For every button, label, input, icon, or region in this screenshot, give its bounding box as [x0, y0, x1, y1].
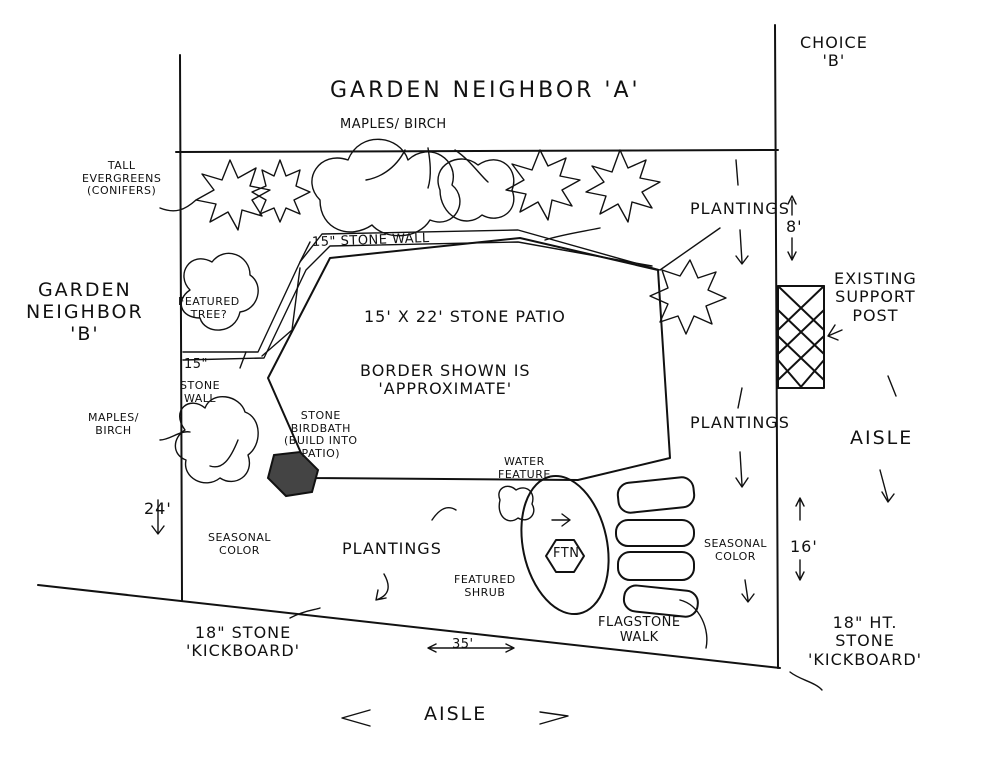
ftn-label: FTN: [553, 546, 580, 561]
deciduous-tree-icon: [174, 138, 535, 522]
conifer-icon: [195, 149, 727, 335]
border-note-label: BORDER SHOWN IS 'APPROXIMATE': [360, 361, 531, 399]
stone-wall: [182, 227, 721, 361]
flagstone-walk-label: FLAGSTONE WALK: [598, 615, 681, 645]
kickboard-right-label: 18" HT. STONE 'KICKBOARD': [808, 613, 923, 669]
dim-16-label: 16': [790, 537, 818, 556]
hexagon-birdbath-icon: [266, 450, 320, 498]
choice-label: CHOICE 'B': [800, 33, 868, 71]
left-boundary-line: [179, 54, 183, 601]
right-boundary-line: [774, 24, 779, 669]
seasonal-color-right-label: SEASONAL COLOR: [704, 537, 767, 563]
patio-label: 15' x 22' STONE PATIO: [364, 307, 566, 326]
arrow-icon: [151, 147, 897, 727]
top-boundary-line: [175, 149, 779, 153]
neighbor-b-label: GARDEN NEIGHBOR 'B': [26, 279, 144, 345]
dim-8-label: 8': [786, 217, 803, 236]
bottom-kickboard-line: [37, 584, 781, 669]
aisle-right-label: AISLE: [850, 427, 914, 449]
featured-shrub-label: FEATURED SHRUB: [454, 573, 516, 599]
featured-tree-label: FEATURED TREE?: [178, 295, 240, 321]
neighbor-a-label: GARDEN NEIGHBOR 'A': [330, 78, 641, 103]
dim-15-label: 15": [184, 357, 209, 372]
plantings-upper-right-label: PLANTINGS: [690, 199, 790, 218]
tall-evergreens-label: TALL EVERGREENS (CONIFERS): [82, 159, 162, 198]
dim-24-label: 24': [144, 499, 172, 518]
stone-wall-left-label: STONE WALL: [180, 379, 221, 405]
stone-birdbath-label: STONE BIRDBATH (BUILD INTO PATIO): [284, 409, 358, 460]
water-feature-shape: [520, 474, 610, 616]
crosshatch-post-icon: [777, 285, 825, 389]
property-boundary: [37, 24, 781, 669]
stone-patio-outline: [267, 237, 671, 481]
existing-support-post-label: EXISTING SUPPORT POST: [834, 269, 917, 325]
seasonal-color-left-label: SEASONAL COLOR: [208, 531, 271, 557]
flagstone-walk-shape: [615, 476, 699, 618]
aisle-bottom-label: AISLE: [424, 703, 488, 725]
dim-35-label: 35': [452, 637, 474, 652]
plantings-bottom-label: PLANTINGS: [342, 539, 442, 558]
water-feature-label: WATER FEATURE: [498, 455, 551, 481]
maples-birch-top-label: MAPLES/ BIRCH: [340, 117, 447, 132]
plantings-right-label: PLANTINGS: [690, 413, 790, 432]
maples-birch-left-label: MAPLES/ BIRCH: [88, 411, 139, 437]
kickboard-left-label: 18" STONE 'KICKBOARD': [186, 623, 301, 661]
